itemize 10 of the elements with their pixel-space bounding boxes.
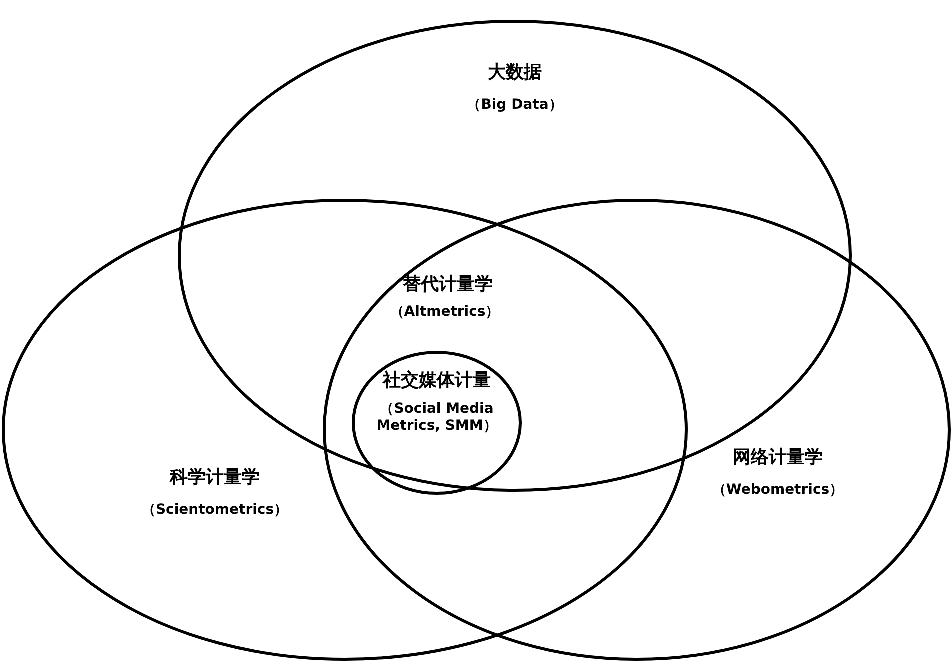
- venn-label: 大数据: [488, 62, 542, 84]
- venn-label: 社交媒体计量: [383, 370, 491, 392]
- venn-label: 网络计量学: [733, 447, 823, 469]
- venn-label: （Social Media Metrics, SMM）: [376, 401, 498, 435]
- region-label: 替代计量学: [403, 274, 493, 296]
- venn-label: （Webometrics）: [712, 482, 844, 499]
- region-label: （Altmetrics）: [390, 304, 500, 321]
- venn-label: （Big Data）: [467, 97, 563, 114]
- venn-label: 科学计量学: [170, 467, 260, 489]
- venn-label: （Scientometrics）: [142, 502, 288, 519]
